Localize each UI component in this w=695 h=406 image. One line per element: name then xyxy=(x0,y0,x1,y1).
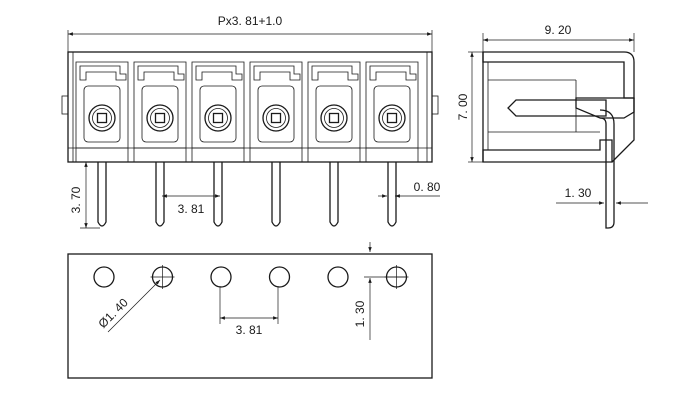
pcb-hole xyxy=(268,266,291,288)
screw-head xyxy=(88,104,116,132)
screw-head xyxy=(146,104,174,132)
terminal-cell xyxy=(75,61,129,162)
pin xyxy=(97,162,107,227)
hole-pitch-label: 3. 81 xyxy=(236,323,263,337)
pcb-layout-view: Ø1. 40 3. 81 1. 30 xyxy=(67,242,433,379)
pcb-outline xyxy=(67,253,433,379)
screw-head xyxy=(320,104,348,132)
terminal-cell xyxy=(307,61,361,162)
front-pins xyxy=(97,162,397,227)
screw-head xyxy=(378,104,406,132)
hole-diameter-leader xyxy=(107,279,161,333)
side-pin xyxy=(599,109,615,229)
total-width-label: Px3. 81+1.0 xyxy=(218,14,283,28)
screw-socket-icon xyxy=(154,112,166,124)
side-depth-label: 9. 20 xyxy=(545,23,572,37)
pcb-hole xyxy=(327,266,349,288)
hole-offset-label: 1. 30 xyxy=(353,300,367,327)
pin-offset-label: 1. 30 xyxy=(565,186,592,200)
screw-socket-icon xyxy=(96,112,108,124)
terminal-cell xyxy=(249,61,303,162)
housing-top-wall xyxy=(482,51,635,99)
contact-blade xyxy=(507,99,607,117)
screw-socket-icon xyxy=(270,112,282,124)
screw-socket-icon xyxy=(386,112,398,124)
pcb-holes xyxy=(93,265,409,289)
screw-head xyxy=(204,104,232,132)
screw-head xyxy=(262,104,290,132)
front-view: Px3. 81+1.0 3. 70 3. 81 0. 80 xyxy=(61,14,441,229)
pin xyxy=(213,162,223,227)
screw-socket-icon xyxy=(212,112,224,124)
hole-diameter-label: Ø1. 40 xyxy=(95,295,131,331)
pin xyxy=(271,162,281,227)
terminal-cells xyxy=(75,61,419,162)
pin xyxy=(387,162,397,227)
pin-length-label: 3. 70 xyxy=(69,186,83,213)
terminal-cell xyxy=(133,61,187,162)
pin xyxy=(329,162,339,227)
pin-width-label: 0. 80 xyxy=(414,180,441,194)
pcb-hole xyxy=(210,266,232,288)
clamp-section xyxy=(575,97,635,119)
screw-socket-icon xyxy=(328,112,340,124)
terminal-cell xyxy=(191,61,245,162)
pin-pitch-label: 3. 81 xyxy=(178,202,205,216)
side-view: 9. 20 7. 00 1. 30 xyxy=(456,23,648,229)
terminal-cell xyxy=(365,61,419,162)
housing-bottom-wall xyxy=(482,139,613,163)
pcb-hole xyxy=(150,265,175,289)
side-height-label: 7. 00 xyxy=(456,93,470,120)
pin xyxy=(155,162,165,227)
pcb-hole xyxy=(93,266,115,288)
